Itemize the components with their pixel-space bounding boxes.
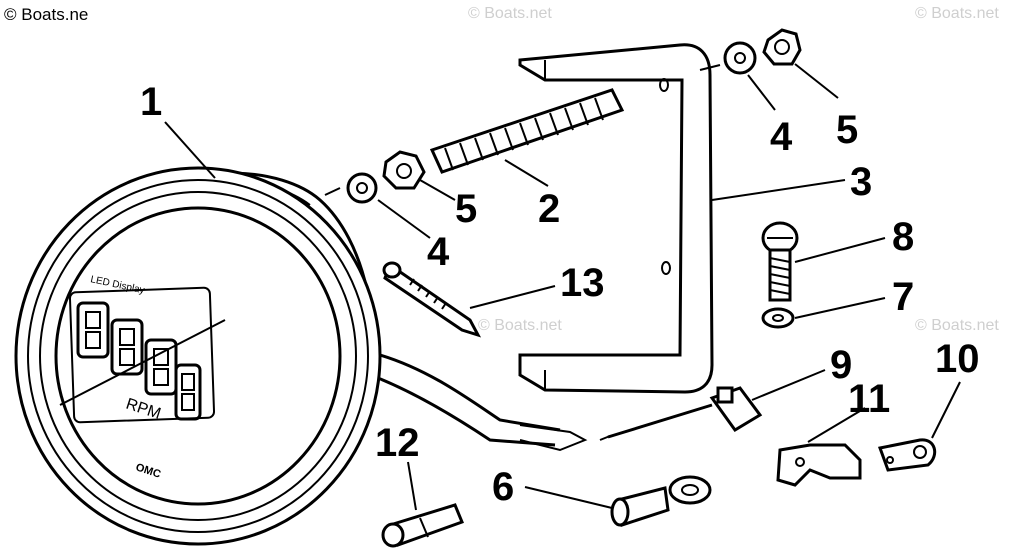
- callout-4-left: 4: [427, 230, 450, 274]
- glass-fuse: [381, 503, 464, 548]
- callout-3: 3: [850, 160, 872, 204]
- star-washer: [761, 307, 795, 329]
- callout-13: 13: [560, 261, 605, 305]
- watermark-top-right: © Boats.net: [915, 5, 999, 22]
- callout-5-left: 5: [455, 187, 477, 231]
- callout-11: 11: [848, 377, 890, 421]
- ring-terminal: [610, 475, 712, 527]
- terminal-clip: [776, 443, 862, 487]
- callout-8: 8: [892, 215, 914, 259]
- callout-7: 7: [892, 275, 914, 319]
- callout-1: 1: [140, 80, 162, 124]
- lock-washer-right: [723, 41, 757, 75]
- callout-10: 10: [935, 337, 980, 381]
- callout-5-right: 5: [836, 108, 858, 152]
- callout-2: 2: [538, 187, 560, 231]
- callout-4-right: 4: [770, 115, 793, 159]
- threaded-stud: [429, 88, 625, 174]
- callout-9: 9: [830, 343, 852, 387]
- hex-nut-left: [382, 150, 426, 190]
- screw: [761, 221, 799, 302]
- leader-lines: [164, 63, 961, 511]
- wire-connector: [607, 386, 763, 439]
- callout-6: 6: [492, 465, 514, 509]
- hex-nut-right: [762, 28, 802, 66]
- led-digits: [76, 301, 202, 421]
- mounting-bracket: [518, 43, 714, 394]
- watermark-top-center: © Boats.net: [468, 5, 552, 22]
- watermark-mid-right: © Boats.net: [915, 317, 999, 334]
- callout-12: 12: [375, 421, 420, 465]
- watermark-mid-center: © Boats.net: [478, 317, 562, 334]
- watermark-top-left: © Boats.ne: [4, 5, 88, 24]
- tachometer-gauge: LED Display RPM OMC: [14, 166, 611, 546]
- pin-connector: [382, 261, 482, 338]
- lock-washer-left: [346, 172, 378, 204]
- tab-terminal: [877, 438, 937, 472]
